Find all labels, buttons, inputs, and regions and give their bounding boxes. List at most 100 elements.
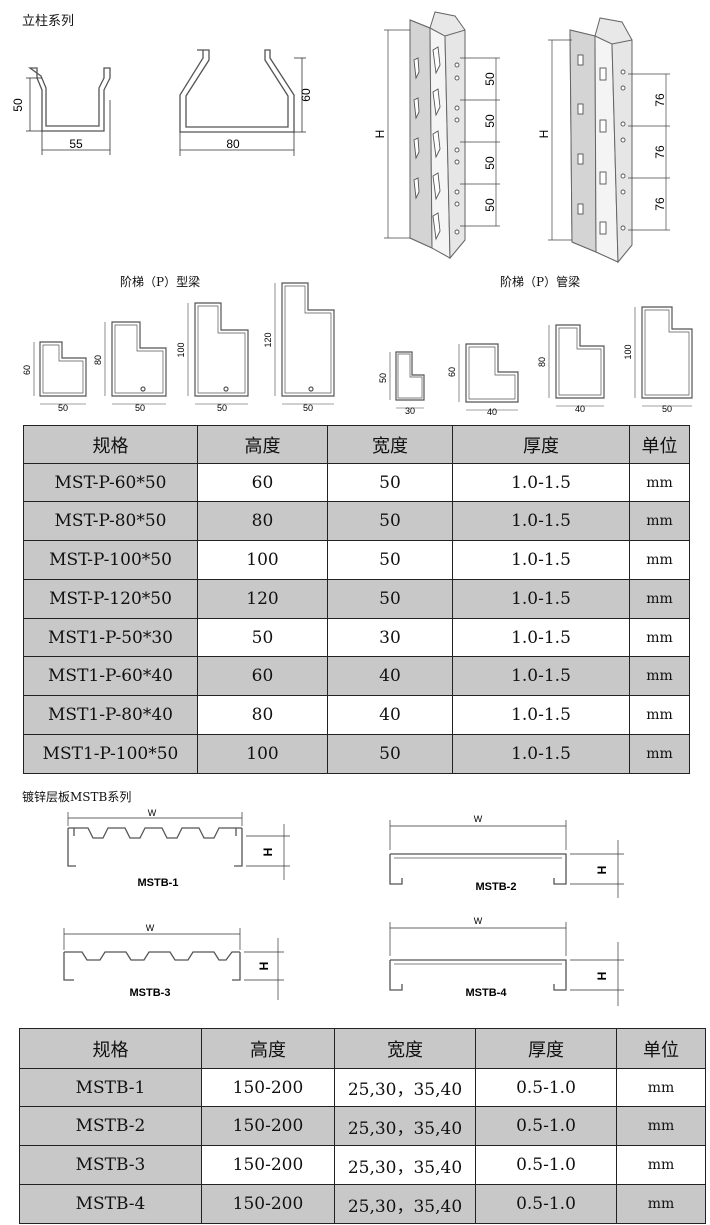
decking-spec-table: 规格 高度 宽度 厚度 单位 MSTB-1 150-200 25,30，35,4… bbox=[19, 1028, 706, 1224]
cell-width: 50 bbox=[327, 540, 453, 580]
cell-thickness: 0.5-1.0 bbox=[475, 1184, 617, 1224]
cell-height: 150-200 bbox=[201, 1106, 335, 1146]
header-spec: 规格 bbox=[19, 1028, 202, 1069]
header-height: 高度 bbox=[197, 425, 328, 464]
cell-width: 40 bbox=[327, 695, 453, 735]
cell-thickness: 1.0-1.5 bbox=[452, 540, 630, 580]
table-header-row: 规格 高度 宽度 厚度 单位 bbox=[23, 425, 690, 464]
cell-thickness: 1.0-1.5 bbox=[452, 579, 630, 619]
cell-height: 80 bbox=[197, 695, 328, 735]
upright2-h-label: H bbox=[537, 130, 551, 139]
cell-thickness: 0.5-1.0 bbox=[475, 1068, 617, 1107]
p-tube-3-w: 40 bbox=[575, 404, 585, 414]
beam-spec-table: 规格 高度 宽度 厚度 单位 MST-P-60*50 60 50 1.0-1.5… bbox=[23, 425, 690, 774]
upright1-pitch-1: 50 bbox=[483, 72, 497, 86]
cell-thickness: 1.0-1.5 bbox=[452, 695, 630, 735]
table-row: MST1-P-60*40 60 40 1.0-1.5 mm bbox=[23, 656, 690, 696]
header-thickness: 厚度 bbox=[452, 425, 630, 464]
cell-thickness: 0.5-1.0 bbox=[475, 1106, 617, 1146]
table-row: MST1-P-50*30 50 30 1.0-1.5 mm bbox=[23, 618, 690, 657]
cell-height: 80 bbox=[197, 501, 328, 541]
p-tube-4-w: 50 bbox=[662, 404, 672, 414]
header-spec: 规格 bbox=[23, 425, 198, 464]
mstb3-w-label: W bbox=[146, 923, 155, 933]
upright1-pitch-4: 50 bbox=[483, 198, 497, 212]
cell-unit: mm bbox=[616, 1145, 706, 1185]
cell-width: 50 bbox=[327, 463, 453, 502]
table-row: MST-P-60*50 60 50 1.0-1.5 mm bbox=[23, 463, 690, 502]
cell-spec: MSTB-4 bbox=[19, 1184, 202, 1224]
mstb3-h-label: H bbox=[257, 962, 271, 971]
cell-spec: MST-P-60*50 bbox=[23, 463, 198, 502]
table-row: MST1-P-80*40 80 40 1.0-1.5 mm bbox=[23, 695, 690, 735]
cell-height: 100 bbox=[197, 734, 328, 774]
c2-height-label: 60 bbox=[299, 88, 313, 102]
cell-height: 60 bbox=[197, 656, 328, 696]
cell-height: 60 bbox=[197, 463, 328, 502]
column-drawings: 50 55 60 80 H 50 50 50 50 bbox=[11, 11, 693, 417]
p-beam-caption: 阶梯（P）型梁 bbox=[120, 275, 201, 289]
p-beam-2-h: 80 bbox=[93, 355, 103, 365]
cell-unit: mm bbox=[629, 656, 690, 696]
p-tube-4-h: 100 bbox=[623, 344, 633, 359]
cell-height: 150-200 bbox=[201, 1068, 335, 1107]
p-tube-1-w: 30 bbox=[405, 406, 415, 416]
p-tube-3-h: 80 bbox=[537, 357, 547, 367]
table-row: MST-P-100*50 100 50 1.0-1.5 mm bbox=[23, 540, 690, 580]
upright2-pitch-1: 76 bbox=[653, 93, 667, 107]
p-beam-1-w: 50 bbox=[58, 403, 68, 413]
p-tube-2-h: 60 bbox=[447, 367, 457, 377]
cell-unit: mm bbox=[629, 579, 690, 619]
upright1-pitch-2: 50 bbox=[483, 114, 497, 128]
cell-width: 25,30，35,40 bbox=[334, 1184, 476, 1224]
cell-thickness: 1.0-1.5 bbox=[452, 734, 630, 774]
cell-width: 25,30，35,40 bbox=[334, 1145, 476, 1185]
cell-thickness: 1.0-1.5 bbox=[452, 618, 630, 657]
mstb2-w-label: W bbox=[474, 814, 483, 824]
cell-width: 30 bbox=[327, 618, 453, 657]
p-beam-3-w: 50 bbox=[217, 403, 227, 413]
cell-unit: mm bbox=[629, 695, 690, 735]
cell-thickness: 1.0-1.5 bbox=[452, 656, 630, 696]
p-tube-profiles bbox=[395, 306, 693, 403]
cell-spec: MSTB-1 bbox=[19, 1068, 202, 1107]
header-unit: 单位 bbox=[616, 1028, 706, 1069]
cell-spec: MST1-P-60*40 bbox=[23, 656, 198, 696]
cell-unit: mm bbox=[616, 1106, 706, 1146]
cell-spec: MST-P-100*50 bbox=[23, 540, 198, 580]
mstb2-h-label: H bbox=[595, 866, 609, 875]
cell-unit: mm bbox=[629, 734, 690, 774]
cell-spec: MST-P-80*50 bbox=[23, 501, 198, 541]
cell-spec: MST-P-120*50 bbox=[23, 579, 198, 619]
cell-spec: MST1-P-80*40 bbox=[23, 695, 198, 735]
cell-unit: mm bbox=[629, 463, 690, 502]
cell-thickness: 1.0-1.5 bbox=[452, 463, 630, 502]
upright1-pitch-3: 50 bbox=[483, 156, 497, 170]
header-height: 高度 bbox=[201, 1028, 335, 1069]
mstb4-label: MSTB-4 bbox=[466, 987, 508, 999]
cell-width: 25,30，35,40 bbox=[334, 1106, 476, 1146]
cell-unit: mm bbox=[629, 501, 690, 541]
mstb4-w-label: W bbox=[474, 916, 483, 926]
mstb4-h-label: H bbox=[595, 972, 609, 981]
cell-height: 150-200 bbox=[201, 1145, 335, 1185]
table-row: MST-P-120*50 120 50 1.0-1.5 mm bbox=[23, 579, 690, 619]
header-unit: 单位 bbox=[629, 425, 690, 464]
table-row: MSTB-4 150-200 25,30，35,40 0.5-1.0 mm bbox=[19, 1184, 706, 1224]
decking-drawings: W H MSTB-1 W H MSTB-2 W H MSTB-3 bbox=[63, 808, 624, 1006]
mstb3-label: MSTB-3 bbox=[130, 987, 171, 999]
decking-section-title: 镀锌层板MSTB系列 bbox=[22, 790, 132, 804]
mstb2-label: MSTB-2 bbox=[476, 881, 517, 893]
cell-height: 100 bbox=[197, 540, 328, 580]
p-tube-1-h: 50 bbox=[378, 373, 388, 383]
p-beam-2-w: 50 bbox=[135, 403, 145, 413]
cell-width: 50 bbox=[327, 734, 453, 774]
p-tube-2-w: 40 bbox=[487, 407, 497, 417]
header-width: 宽度 bbox=[334, 1028, 476, 1069]
c1-height-label: 50 bbox=[11, 98, 25, 112]
upright1-h-label: H bbox=[373, 130, 387, 139]
header-thickness: 厚度 bbox=[475, 1028, 617, 1069]
p-tube-caption: 阶梯（P）管梁 bbox=[500, 275, 581, 289]
p-beam-4-w: 50 bbox=[303, 403, 313, 413]
header-width: 宽度 bbox=[327, 425, 453, 464]
